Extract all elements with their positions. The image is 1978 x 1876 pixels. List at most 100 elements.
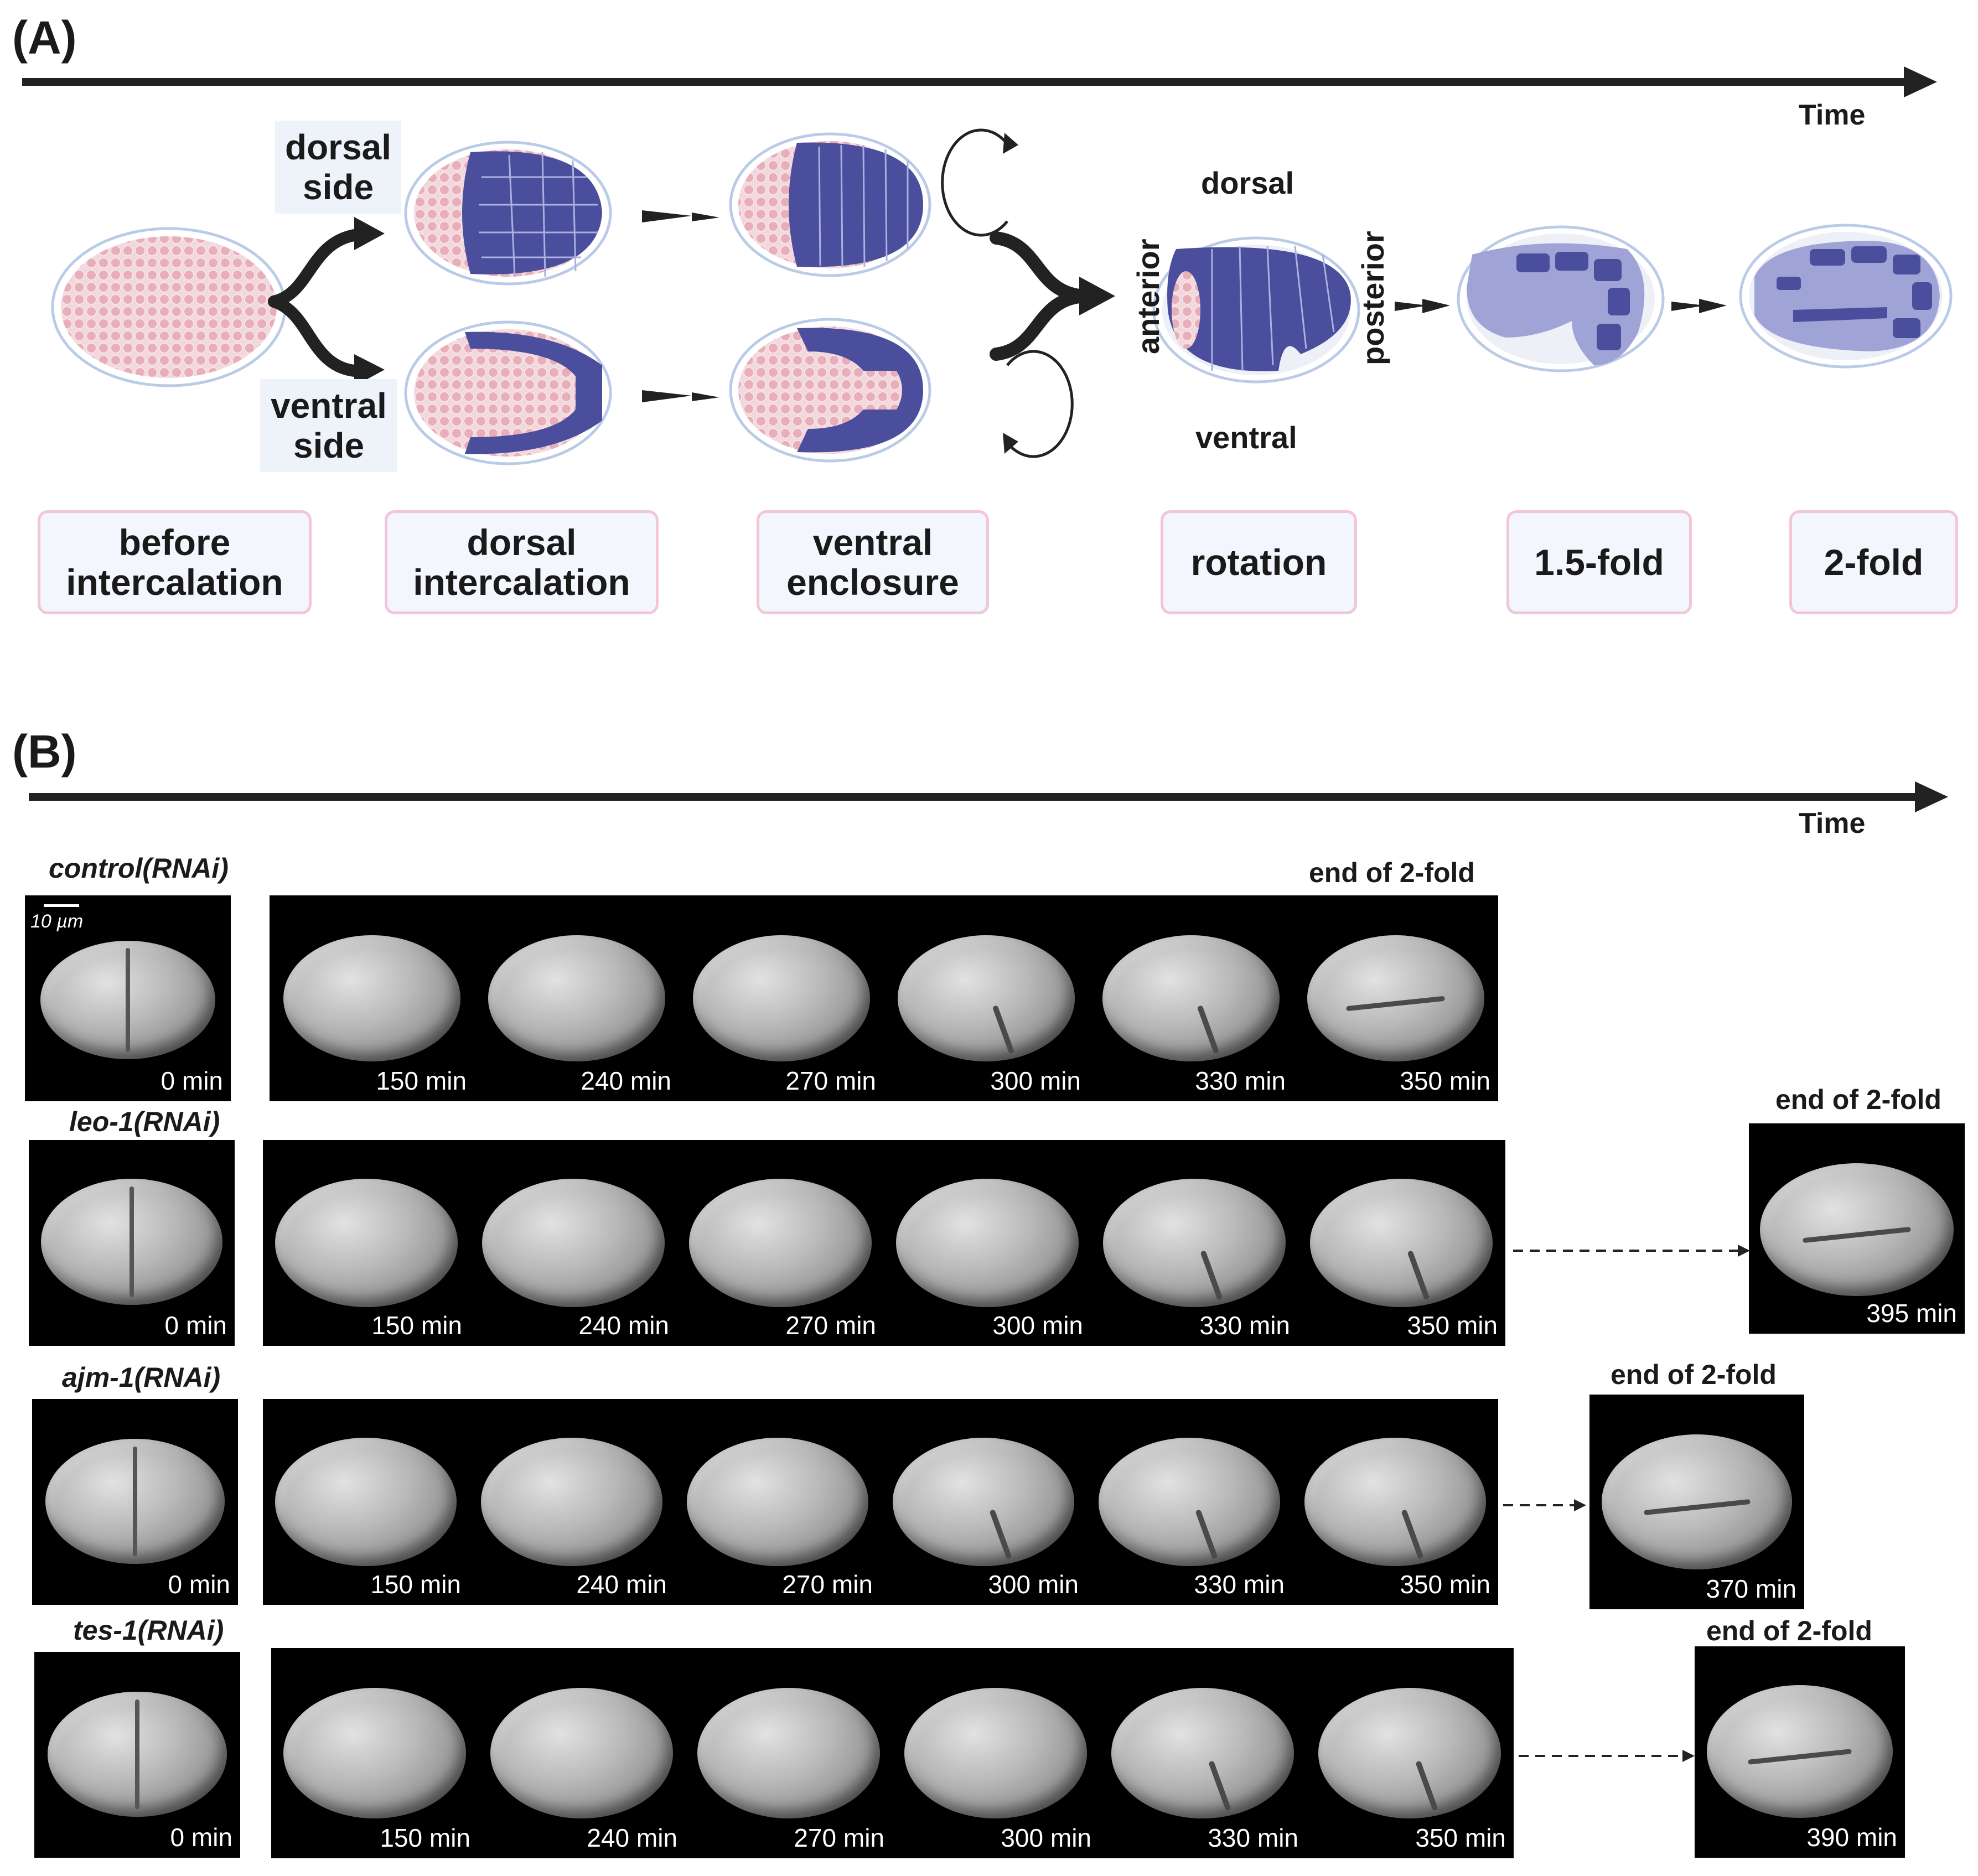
end-label-leo-1: end of 2-fold — [1775, 1084, 1941, 1115]
stage-label: intercalation — [66, 562, 283, 603]
time-label: 150 min — [376, 1066, 467, 1095]
branch-arrows — [268, 229, 360, 377]
end-label-tes-1: end of 2-fold — [1706, 1615, 1872, 1646]
orientation-anterior: anterior — [1131, 239, 1166, 355]
merge-arrow — [990, 231, 1091, 361]
stage-label: rotation — [1190, 542, 1327, 583]
frame: 150 min — [270, 895, 474, 1101]
stage-rotation: rotation — [1161, 510, 1357, 614]
frame: 240 min — [469, 1399, 675, 1605]
frame: 270 min — [679, 895, 884, 1101]
stage-1-5-fold: 1.5-fold — [1506, 510, 1692, 614]
embryo-image — [482, 1179, 665, 1307]
embryo-schematic — [51, 128, 1953, 465]
frame: 350 min — [1293, 895, 1498, 1101]
micrograph-leo-1-0min: 0 min — [29, 1140, 235, 1346]
panel-a-time-arrow — [22, 66, 1937, 97]
time-label: 300 min — [990, 1066, 1081, 1095]
embryo-image — [1099, 1438, 1280, 1566]
frame: 300 min — [884, 895, 1089, 1101]
frame: 270 min — [685, 1648, 892, 1858]
frame: 270 min — [677, 1140, 884, 1346]
micrograph-tes-1-0min: 0 min — [34, 1652, 240, 1858]
stage-label: dorsal — [467, 522, 577, 563]
time-label: 330 min — [1195, 1066, 1286, 1095]
frame: 150 min — [263, 1399, 469, 1605]
time-label: 330 min — [1194, 1570, 1285, 1599]
dashed-arrow-tes-1 — [1519, 1750, 1695, 1762]
orientation-posterior: posterior — [1355, 231, 1390, 365]
time-label: 270 min — [785, 1066, 876, 1095]
embryo-image — [283, 1688, 466, 1818]
time-label: 150 min — [370, 1570, 461, 1599]
micrograph-strip-ajm-1: 150 min 240 min 270 min 300 min 330 min … — [263, 1399, 1498, 1605]
frame: 240 min — [478, 1648, 685, 1858]
time-label: 150 min — [380, 1823, 470, 1852]
embryo-image — [896, 1179, 1079, 1307]
embryo-image — [1102, 935, 1280, 1061]
time-label: 240 min — [576, 1570, 667, 1599]
time-label: 350 min — [1400, 1570, 1490, 1599]
stage-2-fold: 2-fold — [1789, 510, 1958, 614]
embryo-dorsal-intercalation-ventral — [404, 320, 612, 465]
embryo-before-intercalation — [51, 227, 287, 387]
time-label: 150 min — [371, 1311, 462, 1340]
frame: 270 min — [675, 1399, 881, 1605]
micrograph-strip-leo-1: 150 min 240 min 270 min 300 min 330 min … — [263, 1140, 1505, 1346]
embryo-2-fold — [1739, 224, 1953, 369]
embryo-image — [1318, 1688, 1501, 1818]
micrograph-leo-1-end: 395 min — [1749, 1123, 1965, 1334]
time-label: 270 min — [785, 1311, 876, 1340]
frame: 350 min — [1292, 1399, 1498, 1605]
time-label: 350 min — [1415, 1823, 1506, 1852]
embryo-image — [48, 1692, 227, 1817]
micrograph-ajm-1-end: 370 min — [1589, 1395, 1804, 1609]
frame: 240 min — [470, 1140, 677, 1346]
rotation-arrows — [941, 128, 1074, 458]
time-label: 390 min — [1806, 1823, 1897, 1852]
time-label: 350 min — [1407, 1311, 1498, 1340]
scale-bar-label: 10 µm — [30, 911, 84, 932]
micrograph-strip-tes-1: 150 min 240 min 270 min 300 min 330 min … — [271, 1648, 1514, 1858]
embryo-image — [904, 1688, 1087, 1818]
time-label: 0 min — [160, 1066, 223, 1095]
embryo-image — [1760, 1163, 1954, 1296]
orientation-ventral: ventral — [1195, 420, 1297, 455]
frame: 300 min — [892, 1648, 1099, 1858]
ventral-side-line-1: ventral — [271, 386, 387, 426]
embryo-image — [1304, 1438, 1486, 1566]
end-label-ajm-1: end of 2-fold — [1611, 1359, 1777, 1390]
stage-label: 1.5-fold — [1534, 542, 1664, 583]
embryo-image — [687, 1438, 868, 1566]
dashed-arrow-leo-1 — [1513, 1245, 1750, 1257]
embryo-image — [275, 1438, 457, 1566]
scale-bar — [44, 904, 79, 907]
row-label-ajm-1: ajm-1(RNAi) — [62, 1362, 221, 1393]
time-label: 0 min — [164, 1311, 227, 1340]
time-label: 330 min — [1199, 1311, 1290, 1340]
micrograph-strip-control: 150 min 240 min 270 min 300 min 330 min … — [270, 895, 1498, 1101]
embryo-image — [1310, 1179, 1493, 1307]
ventral-side-line-2: side — [293, 426, 365, 465]
time-label: 240 min — [587, 1823, 677, 1852]
time-label: 0 min — [168, 1570, 230, 1599]
frame: 350 min — [1306, 1648, 1514, 1858]
embryo-image — [1307, 935, 1484, 1061]
panel-a-time-label: Time — [1799, 99, 1866, 131]
embryo-image — [275, 1179, 458, 1307]
time-label: 270 min — [794, 1823, 884, 1852]
micrograph-tes-1-end: 390 min — [1695, 1646, 1905, 1858]
embryo-image — [697, 1688, 880, 1818]
frame: 330 min — [1089, 895, 1293, 1101]
time-label: 395 min — [1866, 1299, 1957, 1328]
stage-label: 2-fold — [1824, 542, 1924, 583]
time-label: 240 min — [578, 1311, 669, 1340]
embryo-rotation — [1152, 236, 1360, 384]
embryo-image — [898, 935, 1075, 1061]
embryo-image — [1111, 1688, 1294, 1818]
embryo-image — [40, 941, 215, 1059]
stage-label: intercalation — [413, 562, 630, 603]
micrograph-control-0min: 10 µm 0 min — [25, 895, 231, 1101]
